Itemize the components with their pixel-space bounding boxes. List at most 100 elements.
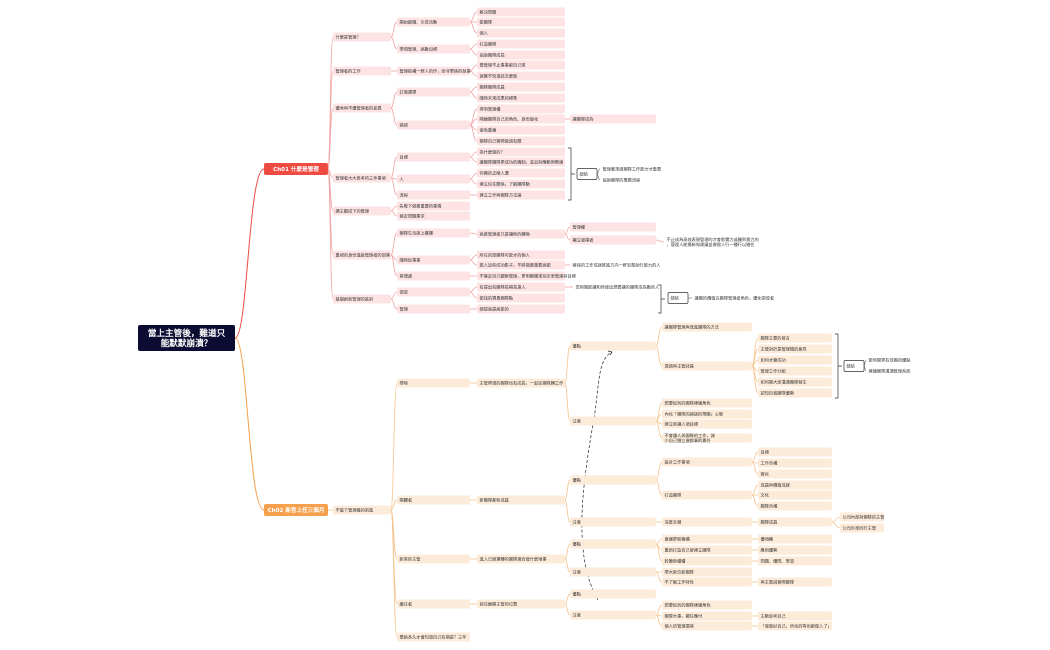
topic-node[interactable]: 讓團隊成為 xyxy=(570,114,656,124)
topic-node[interactable]: 實化 xyxy=(758,469,832,479)
topic-node[interactable]: 主管對於是管理類的意見 xyxy=(758,344,832,354)
topic-node[interactable]: 團隊生活誰上層樓 xyxy=(397,228,470,238)
topic-node[interactable]: 避免重複 xyxy=(477,125,565,135)
topic-node[interactable]: 會議更新機構 xyxy=(662,534,752,544)
topic-node[interactable]: 為什麼做的？ xyxy=(477,147,565,157)
topic-node[interactable]: 想要從別的團隊建議角色 xyxy=(662,398,752,408)
topic-node[interactable]: 新團隊都和成員 xyxy=(477,495,565,505)
topic-node[interactable]: 得到管理權 xyxy=(477,104,565,114)
topic-node[interactable]: 確定問題需求 xyxy=(397,211,470,221)
topic-node[interactable]: 注意 xyxy=(570,567,656,577)
topic-node[interactable]: 領導 xyxy=(397,287,470,297)
topic-node[interactable]: 優項獨 xyxy=(758,534,832,544)
topic-node[interactable]: 管理工作分配 xyxy=(758,366,832,376)
topic-node[interactable]: 隨時從事事 xyxy=(397,255,470,265)
topic-node[interactable]: 重新打造自己發建立團隊 xyxy=(662,545,752,555)
topic-node[interactable]: 讓團隊管理與改進團隊的方法 xyxy=(662,322,752,332)
topic-node[interactable]: 解決問題 xyxy=(477,7,565,17)
topic-node[interactable]: 注意 xyxy=(570,416,656,426)
topic-node[interactable]: 公司外部同行主管 xyxy=(840,523,884,533)
topic-node[interactable]: 您時間能讓和時使這想要讓的團隊成為數的人 xyxy=(576,284,661,291)
topic-node[interactable]: 注意 xyxy=(570,517,656,527)
topic-node[interactable]: 所在的部團隊可能才的個人 xyxy=(477,250,565,260)
topic-node[interactable]: 獨立發揮者 xyxy=(570,235,656,245)
topic-node[interactable]: 不確定自己觀察管理，更明團團來別次里管理其目標 xyxy=(477,271,577,281)
topic-node[interactable]: 應用優勢 xyxy=(758,545,832,555)
topic-node[interactable]: 優秀與不優管理者的差異 xyxy=(333,103,391,113)
topic-node[interactable]: 帶大新位新團隊 xyxy=(662,567,752,577)
topic-node[interactable]: 優點 xyxy=(570,341,656,351)
topic-node[interactable]: 打造團隊 xyxy=(662,490,752,500)
topic-node[interactable]: 不當下管理職的前進 xyxy=(333,505,391,515)
topic-node[interactable]: 失敗下做最重要的事情 xyxy=(397,201,470,211)
topic-node[interactable]: 繼任者 xyxy=(397,599,470,609)
topic-node[interactable]: 工作合構 xyxy=(758,458,832,468)
topic-node[interactable]: 總提高提高能的 xyxy=(477,304,565,314)
topic-node[interactable]: 目標 xyxy=(758,447,832,457)
topic-node[interactable]: 能找的寶貴團隊點 xyxy=(477,293,565,303)
topic-node[interactable]: 總結 xyxy=(667,292,689,304)
topic-node[interactable]: 有提出有團隊長期長遠人 xyxy=(477,282,565,292)
topic-node[interactable]: 讓團隊團隊更成功的機制，並且對應範例教練 xyxy=(477,157,565,167)
topic-node[interactable]: 錯誤 xyxy=(397,120,470,130)
topic-node[interactable]: 想要從別的團隊建議角色 xyxy=(662,600,752,610)
topic-node[interactable]: 確保的工作成就推進方向一群有幫助行能力的人 xyxy=(573,262,662,269)
topic-node[interactable]: 深度互聯 xyxy=(662,517,752,527)
topic-node[interactable]: 進入已經運轉的團隊適合做什麼項事 xyxy=(477,554,565,564)
topic-node[interactable]: 與主管說實際團隊 xyxy=(758,577,832,587)
topic-node[interactable]: 基礎創新管理的區別 xyxy=(333,294,391,304)
topic-node[interactable]: 協助團隊成長 xyxy=(477,50,565,60)
topic-node[interactable]: 總結 xyxy=(576,168,598,180)
topic-node[interactable]: 聆聽新權權 xyxy=(662,556,752,566)
topic-node[interactable]: 第傳遞 xyxy=(397,271,470,281)
topic-node[interactable]: 建立工作與團隊方法論 xyxy=(477,190,565,200)
topic-node[interactable]: 團隊大事，顯任應付 xyxy=(662,611,752,621)
topic-node[interactable]: 管理者大大思考的三件事項 xyxy=(333,173,391,183)
topic-node[interactable]: 管理結構一群人的作，而非單純的執事 xyxy=(397,66,471,76)
topic-node[interactable]: 目標 xyxy=(397,152,470,162)
topic-node[interactable]: Ch02 新官上任三個月 xyxy=(264,504,328,516)
topic-node[interactable]: 協助團隊的專屬流程 xyxy=(603,177,642,184)
topic-node[interactable]: 前任離開主管的位置 xyxy=(477,599,565,609)
topic-node[interactable]: 就算不知道該怎麼做 xyxy=(477,71,565,81)
topic-node[interactable]: 注意 xyxy=(570,610,656,620)
topic-node[interactable]: 讓團的價值在團隊管理者角色，優化領導者 xyxy=(695,295,775,302)
topic-node[interactable]: 優點 xyxy=(570,589,656,599)
topic-node[interactable]: 能人這些成功影子，不將做最重要高能 xyxy=(477,260,565,270)
topic-node[interactable]: 流程 xyxy=(397,190,470,200)
topic-node[interactable]: 主動思考自己 xyxy=(758,611,832,621)
topic-node[interactable]: 內化「團隊的錯誤的帶團」心態 xyxy=(662,409,752,419)
topic-node[interactable]: 如何才算成功 xyxy=(758,355,832,365)
topic-node[interactable]: 建議團隊溝通管理系統 xyxy=(869,368,911,375)
topic-node[interactable]: Ch01 什麼是管理 xyxy=(264,163,328,175)
topic-node[interactable]: 個人的管理環境 xyxy=(662,621,752,631)
topic-node[interactable]: 主管帶領的團隊也有成長，一起往團隊轉工作 xyxy=(477,378,565,388)
topic-node[interactable]: 優點 xyxy=(570,539,656,549)
topic-node[interactable]: 新來的主管 xyxy=(397,554,470,564)
topic-node[interactable]: 帶陸 xyxy=(397,378,470,388)
topic-node[interactable]: 認知自我團隊優勢 xyxy=(758,388,832,398)
topic-node[interactable]: 團隊成員 xyxy=(758,517,832,527)
topic-node[interactable]: 什麼是管理？ xyxy=(333,32,391,42)
topic-node[interactable]: 訂做選擇 xyxy=(397,87,470,97)
topic-node[interactable]: 開闢者 xyxy=(397,495,470,505)
topic-node[interactable]: 「我做好自己，所也的等也都做入了」 xyxy=(758,621,832,631)
topic-node[interactable]: 問題、優問、學習 xyxy=(758,556,832,566)
topic-node[interactable]: 重視的身份進級管理者的部落 xyxy=(333,250,391,260)
topic-node[interactable]: 高度管理者只是讓他的轉換 xyxy=(477,229,565,239)
topic-node[interactable]: 要給多久才會知道自己有期是？三年 xyxy=(397,632,470,642)
topic-node[interactable]: 個人 xyxy=(477,28,565,38)
topic-node[interactable]: 管理 xyxy=(397,304,470,314)
topic-node[interactable]: 團隊合構 xyxy=(758,501,832,511)
topic-node[interactable]: 成員與價值成就 xyxy=(758,480,832,490)
topic-node[interactable]: 你團的正確人選 xyxy=(477,168,565,178)
topic-node[interactable]: 管理著來做團隊工作能力才重要 xyxy=(603,166,662,173)
topic-node[interactable]: 公司內部對團隊的主管 xyxy=(840,512,884,522)
topic-node[interactable]: 團隊主要的發言 xyxy=(758,333,832,343)
topic-node[interactable]: 文化 xyxy=(758,490,832,500)
topic-node[interactable]: 帶領管理、高數目標 xyxy=(397,44,470,54)
topic-node[interactable]: 不了解工作特性 xyxy=(662,577,752,587)
topic-node[interactable]: 設計工作事項 xyxy=(662,457,752,467)
topic-node[interactable]: 管理者的工作 xyxy=(333,66,391,76)
